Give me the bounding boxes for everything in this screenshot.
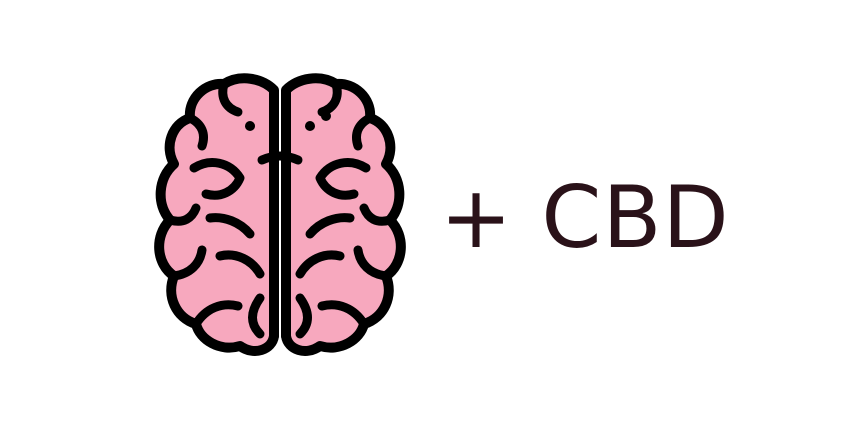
left-fold-7 — [215, 250, 265, 279]
left-fold-3 — [189, 158, 245, 200]
brain-icon — [150, 68, 410, 356]
cbd-caption: + CBD — [440, 168, 730, 268]
right-dot — [305, 121, 315, 131]
left-dot — [245, 121, 255, 131]
left-fold-2 — [185, 113, 208, 151]
right-fold-6 — [353, 245, 391, 281]
brain-illustration — [154, 73, 406, 356]
fissure-bridge — [257, 151, 303, 165]
left-fold-4 — [165, 203, 201, 226]
left-fold-1 — [218, 79, 243, 117]
right-fold-1 — [317, 79, 342, 117]
right-fold-5 — [305, 213, 355, 239]
right-fold-3 — [315, 158, 371, 200]
left-fold-9 — [248, 293, 265, 339]
left-fold-6 — [169, 245, 207, 281]
right-fold-4 — [359, 203, 395, 226]
right-dot-small — [321, 111, 331, 121]
right-fold-2 — [352, 113, 375, 151]
central-fissure — [269, 87, 291, 341]
right-fold-7 — [295, 250, 345, 279]
right-fold-8 — [317, 300, 369, 329]
left-fold-5 — [205, 213, 255, 239]
left-fold-8 — [191, 300, 243, 329]
right-fold-9 — [295, 293, 312, 339]
